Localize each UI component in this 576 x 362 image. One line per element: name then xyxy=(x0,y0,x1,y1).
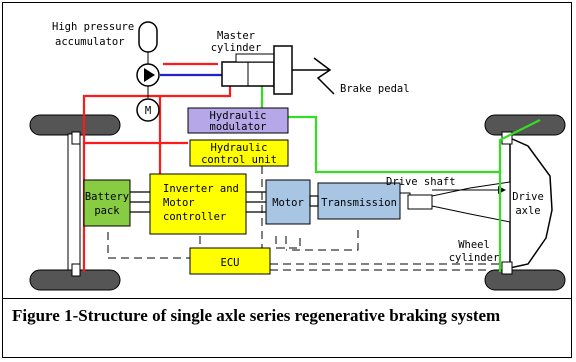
pump-motor-label: M xyxy=(145,105,151,117)
hydraulic-modulator-label-1: Hydraulic xyxy=(210,110,267,122)
left-wheel-cylinder-front xyxy=(71,131,81,145)
hydraulic-modulator-label-2: modulator xyxy=(210,121,267,133)
figure-frame xyxy=(2,2,572,358)
brake-pedal-label: Brake pedal xyxy=(340,83,410,95)
inverter-label-3: controller xyxy=(163,211,226,223)
caption-divider xyxy=(2,298,572,299)
high-pressure-accumulator xyxy=(138,21,158,53)
transmission-label: Transmission xyxy=(321,197,397,209)
inverter-label-1: Inverter and xyxy=(163,183,239,195)
wheel-cylinder-label-1: Wheel xyxy=(458,239,490,251)
brake-pedal-icon xyxy=(313,57,335,95)
drive-axle-label-1: Drive xyxy=(512,191,544,203)
figure-caption: Figure 1-Structure of single axle series… xyxy=(12,306,501,325)
drive-axle-label-2: axle xyxy=(515,205,540,217)
hydraulic-control-label-2: control unit xyxy=(201,154,277,166)
drive-shaft-coupling xyxy=(407,194,433,210)
ecu-label: ECU xyxy=(221,257,240,269)
hydraulic-modulator-box xyxy=(187,107,289,134)
left-axle xyxy=(67,133,81,271)
pump-motor xyxy=(136,98,160,122)
wheel-cylinder-label-2: cylinder xyxy=(449,252,500,264)
power-connectors xyxy=(130,191,319,213)
battery-pack-box xyxy=(83,179,131,227)
red-line-left xyxy=(82,62,232,272)
control-dashed-lines xyxy=(107,166,500,271)
pump-icon xyxy=(144,68,155,82)
accumulator-label-2: accumulator xyxy=(55,36,125,48)
master-cylinder-top xyxy=(235,53,277,63)
battery-label-2: pack xyxy=(94,205,120,217)
braking-system-diagram: High pressure accumulator M Master cylin… xyxy=(29,21,566,291)
rear-right-wheel xyxy=(484,269,566,291)
accumulator-label-1: High pressure xyxy=(52,21,134,33)
drive-shaft-label: Drive shaft xyxy=(386,176,456,188)
hydraulic-control-label-1: Hydraulic xyxy=(211,142,268,154)
inverter-controller-box xyxy=(149,173,247,235)
master-cylinder-label-1: Master xyxy=(217,30,255,42)
motor-label: Motor xyxy=(272,197,304,209)
ecu-box xyxy=(189,247,271,275)
inverter-label-2: Motor xyxy=(163,197,195,209)
left-wheel-cylinder-rear xyxy=(71,263,81,277)
brake-booster xyxy=(273,45,293,95)
drive-axle xyxy=(509,136,553,269)
master-cylinder-label-2: cylinder xyxy=(211,42,262,54)
front-right-wheel xyxy=(484,114,566,136)
battery-label-1: Battery xyxy=(85,191,129,203)
right-wheel-cylinder-rear xyxy=(501,261,513,275)
hydraulic-control-unit-box xyxy=(189,139,289,167)
green-line-right xyxy=(288,115,541,174)
